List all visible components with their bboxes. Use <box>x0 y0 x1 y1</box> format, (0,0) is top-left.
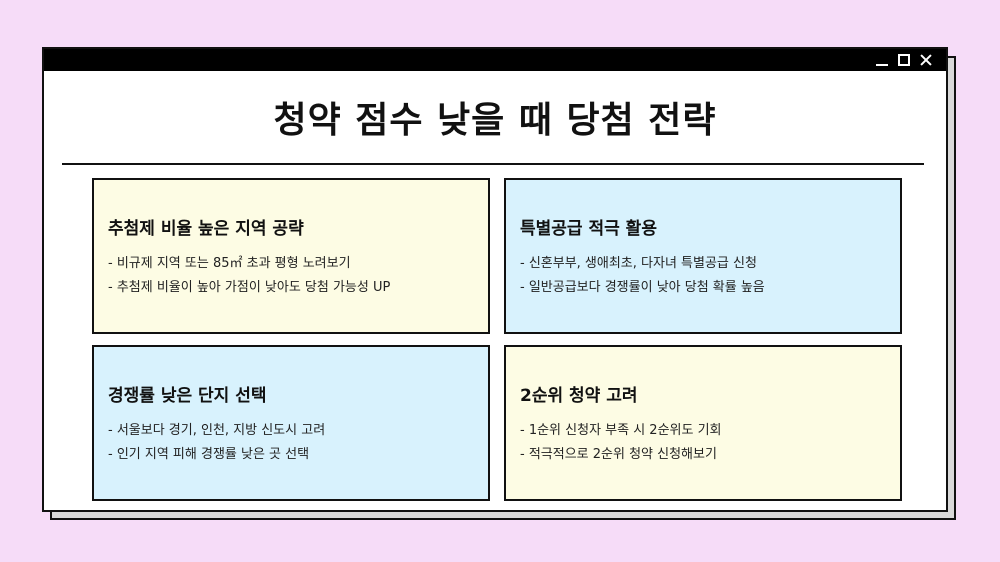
minimize-icon[interactable] <box>876 54 888 66</box>
list-item: - 서울보다 경기, 인천, 지방 신도시 고려 <box>108 423 326 438</box>
card-low-competition: 경쟁률 낮은 단지 선택 - 서울보다 경기, 인천, 지방 신도시 고려 - … <box>92 345 490 501</box>
divider <box>62 163 924 165</box>
card-list: - 1순위 신청자 부족 시 2순위도 기회 - 적극적으로 2순위 청약 신청… <box>520 419 722 467</box>
card-special-supply: 특별공급 적극 활용 - 신혼부부, 생애최초, 다자녀 특별공급 신청 - 일… <box>504 178 902 334</box>
card-heading: 특별공급 적극 활용 <box>520 219 657 239</box>
list-item: - 일반공급보다 경쟁률이 낮아 당첨 확률 높음 <box>520 280 765 295</box>
card-list: - 신혼부부, 생애최초, 다자녀 특별공급 신청 - 일반공급보다 경쟁률이 … <box>520 252 765 300</box>
card-lottery-ratio: 추첨제 비율 높은 지역 공략 - 비규제 지역 또는 85㎡ 초과 평형 노려… <box>92 178 490 334</box>
card-heading: 경쟁률 낮은 단지 선택 <box>108 386 267 406</box>
window-controls <box>876 51 932 69</box>
card-list: - 서울보다 경기, 인천, 지방 신도시 고려 - 인기 지역 피해 경쟁률 … <box>108 419 325 467</box>
card-list: - 비규제 지역 또는 85㎡ 초과 평형 노려보기 - 추첨제 비율이 높아 … <box>108 252 390 300</box>
window: 청약 점수 낮을 때 당첨 전략 추첨제 비율 높은 지역 공략 - 비규제 지… <box>42 47 948 512</box>
list-item: - 적극적으로 2순위 청약 신청해보기 <box>520 447 717 462</box>
list-item: - 추첨제 비율이 높아 가점이 낮아도 당첨 가능성 UP <box>108 280 391 295</box>
card-second-rank: 2순위 청약 고려 - 1순위 신청자 부족 시 2순위도 기회 - 적극적으로… <box>504 345 902 501</box>
list-item: - 1순위 신청자 부족 시 2순위도 기회 <box>520 423 722 438</box>
page-title: 청약 점수 낮을 때 당첨 전략 <box>273 100 717 141</box>
maximize-icon[interactable] <box>898 54 910 66</box>
list-item: - 인기 지역 피해 경쟁률 낮은 곳 선택 <box>108 447 310 462</box>
card-heading: 추첨제 비율 높은 지역 공략 <box>108 219 304 239</box>
list-item: - 신혼부부, 생애최초, 다자녀 특별공급 신청 <box>520 256 757 271</box>
card-heading: 2순위 청약 고려 <box>520 386 638 406</box>
title-bar[interactable] <box>44 49 946 71</box>
list-item: - 비규제 지역 또는 85㎡ 초과 평형 노려보기 <box>108 256 351 271</box>
close-icon[interactable] <box>920 54 932 66</box>
